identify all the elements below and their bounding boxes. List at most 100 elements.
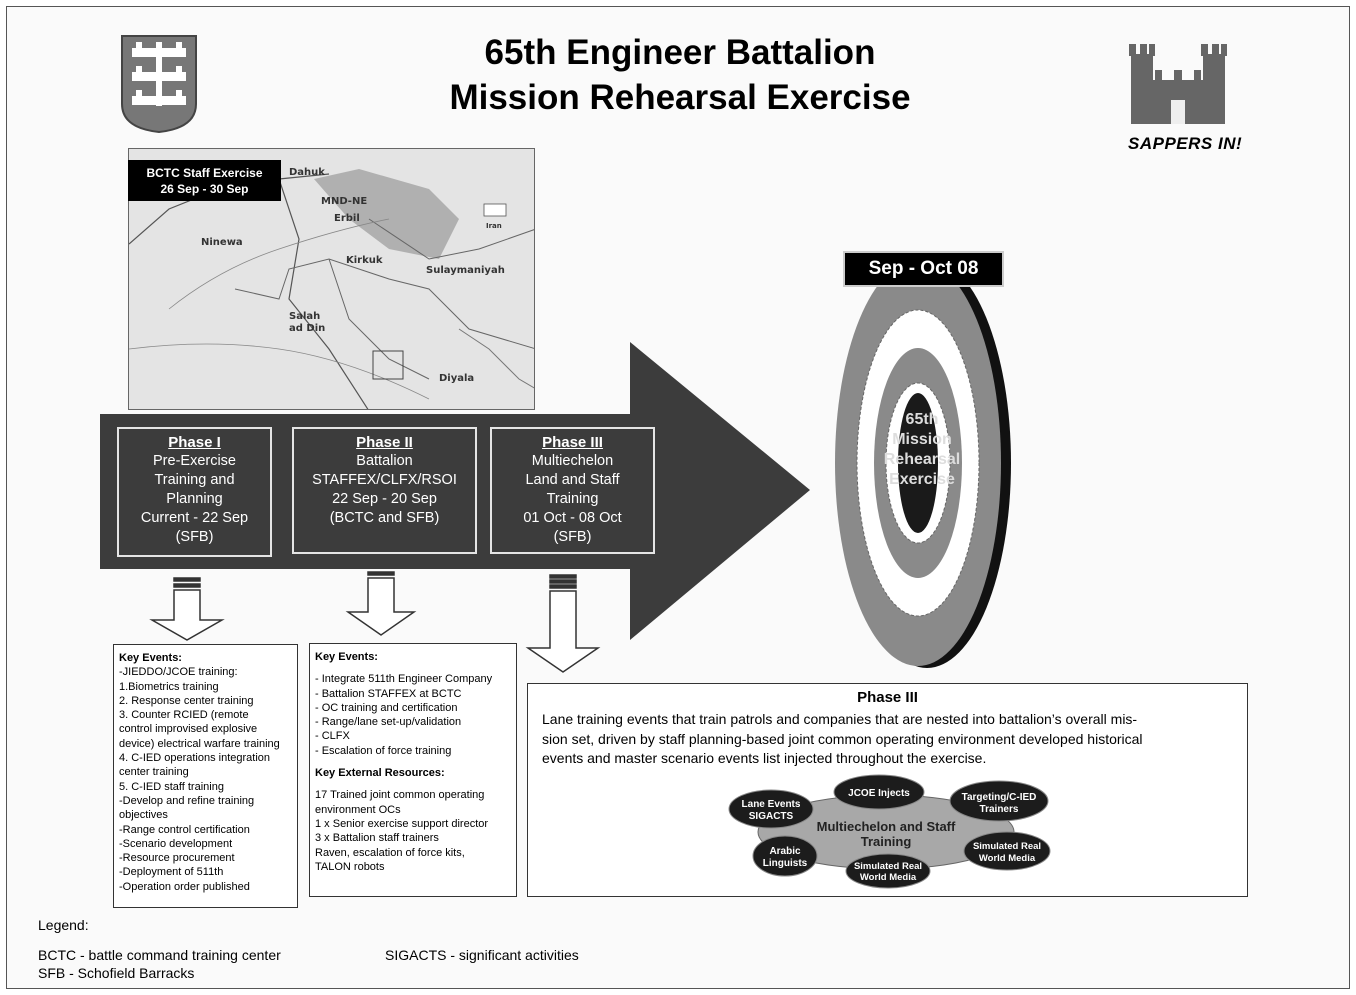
spacer xyxy=(315,758,512,766)
oval-arabic-line-1: Arabic xyxy=(769,846,801,857)
phase-3-line: Training xyxy=(546,491,599,507)
engineer-castle-logo xyxy=(1125,40,1231,135)
key-event-item: 5. C-IED staff training xyxy=(119,780,224,793)
phase-3-line: Land and Staff xyxy=(525,472,620,488)
legend-heading: Legend: xyxy=(38,917,89,933)
oval-jcoe-injects xyxy=(833,774,925,810)
key-event-item: - Integrate 511th Engineer Company xyxy=(315,673,493,686)
spacer xyxy=(315,780,512,788)
key-event-item: -Range control certification xyxy=(119,823,250,836)
key-event-item: 3. Counter RCIED (remote xyxy=(119,709,249,722)
legend-column-2: SIGACTS - significant activities xyxy=(385,946,579,964)
training-oval-diagram: Multiechelon and Staff Training Lane Eve… xyxy=(728,774,1051,889)
resource-item: environment OCs xyxy=(315,803,401,816)
key-event-item: 2. Response center training xyxy=(119,694,254,707)
bullseye-line: Mission xyxy=(892,431,952,448)
title-line-2: Mission Rehearsal Exercise xyxy=(449,78,911,117)
page-title: 65th Engineer Battalion Mission Rehearsa… xyxy=(330,30,1030,120)
map-label-sulaymaniyah: Sulaymaniyah xyxy=(426,265,505,276)
oval-jcoe-injects-line-1: JCOE Injects xyxy=(848,788,910,799)
key-event-item: - CLFX xyxy=(315,730,350,743)
map-label-diyala: Diyala xyxy=(439,373,475,384)
key-event-item: 1.Biometrics training xyxy=(119,680,219,693)
oval-sim-media-2-line-1: Simulated Real xyxy=(973,841,1041,852)
target-date-label: Sep - Oct 08 xyxy=(843,251,1004,287)
phase-1-line: Pre-Exercise xyxy=(153,453,236,469)
resource-item: TALON robots xyxy=(315,860,385,873)
key-event-item: - OC training and certification xyxy=(315,701,458,714)
phase-2-line: 22 Sep - 20 Sep xyxy=(332,491,437,507)
oval-lane-events-line-1: Lane Events xyxy=(742,799,801,810)
oval-sim-media-1-line-2: World Media xyxy=(860,872,917,883)
phase-2-line: (BCTC and SFB) xyxy=(329,510,440,526)
key-event-item: -Develop and refine training xyxy=(119,794,255,807)
key-events-box-phase-1: Key Events: -JIEDDO/JCOE training: 1.Bio… xyxy=(113,644,298,908)
phase-3-box: Phase III Multiechelon Land and Staff Tr… xyxy=(490,427,655,554)
key-event-item: device) electrical warfare training xyxy=(119,737,280,750)
title-line-1: 65th Engineer Battalion xyxy=(484,33,876,72)
oval-lane-events-line-2: SIGACTS xyxy=(749,811,794,822)
resource-item: 3 x Battalion staff trainers xyxy=(315,832,439,845)
down-arrow-1 xyxy=(149,577,225,641)
down-arrow-2 xyxy=(345,571,417,636)
resource-item: 1 x Senior exercise support director xyxy=(315,817,489,830)
map-label-erbil: Erbil xyxy=(334,213,360,224)
bctc-staff-exercise-label: BCTC Staff Exercise 26 Sep - 30 Sep xyxy=(128,160,281,201)
key-event-item: -JIEDDO/JCOE training: xyxy=(119,666,238,679)
key-event-item: - Battalion STAFFEX at BCTC xyxy=(315,687,462,700)
phase-1-line: (SFB) xyxy=(175,529,214,545)
map-label-kirkuk: Kirkuk xyxy=(346,255,383,266)
bullseye-line: Exercise xyxy=(889,471,955,488)
oval-arabic-line-2: Linguists xyxy=(763,858,808,869)
bullseye-line: Rehearsal xyxy=(883,451,961,468)
phase-3-line: 01 Oct - 08 Oct xyxy=(523,510,622,526)
phase-3-description: Lane training events that train patrols … xyxy=(542,710,1242,769)
map-label-dahuk: Dahuk xyxy=(289,167,325,178)
bullseye-line: 65th xyxy=(905,411,939,428)
legend-entry: BCTC - battle command training center xyxy=(38,947,281,963)
key-event-item: 4. C-IED operations integration xyxy=(119,752,271,765)
spacer xyxy=(315,664,512,672)
legend-entry: SIGACTS - significant activities xyxy=(385,947,579,963)
phase-3-desc-line: events and master scenario events list i… xyxy=(542,750,987,766)
phase-3-title: Phase III xyxy=(542,434,603,451)
bullseye-target xyxy=(835,258,1011,668)
resource-item: 17 Trained joint common operating xyxy=(315,789,485,802)
oval-lane-events xyxy=(728,789,814,829)
map-label-iran: Iran xyxy=(486,222,502,230)
phase-1-line: Training and xyxy=(154,472,235,488)
key-event-item: -Resource procurement xyxy=(119,852,235,865)
phase-3-line: (SFB) xyxy=(553,529,592,545)
legend-entry: SFB - Schofield Barracks xyxy=(38,965,195,981)
center-oval-line-1: Multiechelon and Staff xyxy=(817,819,956,834)
sappers-caption: SAPPERS IN! xyxy=(1128,134,1243,153)
key-event-item: - Escalation of force training xyxy=(315,744,452,757)
oval-arabic-linguists xyxy=(752,835,818,877)
bctc-label-line-2: 26 Sep - 30 Sep xyxy=(160,182,249,196)
oval-simulated-media-1 xyxy=(845,853,931,889)
phase-3-desc-line: sion set, driven by staff planning-based… xyxy=(542,730,1143,747)
key-event-item: -Deployment of 511th xyxy=(119,866,224,879)
key-events-heading: Key Events: xyxy=(119,652,182,664)
map-label-mnd-ne: MND-NE xyxy=(321,196,368,207)
map-label-ninewa: Ninewa xyxy=(201,237,243,248)
phase-2-line: Battalion xyxy=(356,453,413,469)
key-events-heading: Key Events: xyxy=(315,651,378,663)
key-event-item: control improvised explosive xyxy=(119,723,258,736)
unit-crest-logo xyxy=(118,34,200,139)
bullseye-center-text: 65th Mission Rehearsal Exercise xyxy=(872,410,972,490)
key-events-box-phase-2: Key Events: - Integrate 511th Engineer C… xyxy=(309,643,517,897)
main-phase-arrow xyxy=(100,342,810,640)
phase-2-title: Phase II xyxy=(356,434,413,451)
legend-column-1: BCTC - battle command training center SF… xyxy=(38,946,281,982)
key-event-item: - Range/lane set-up/validation xyxy=(315,716,462,729)
phase-2-line: STAFFEX/CLFX/RSOI xyxy=(312,472,457,488)
phase-3-line: Multiechelon xyxy=(531,453,614,469)
key-event-item: -Operation order published xyxy=(119,880,250,893)
phase-3-description-box: Phase III Lane training events that trai… xyxy=(527,683,1248,897)
phase-1-line: Planning xyxy=(166,491,223,507)
down-arrow-3 xyxy=(525,574,601,673)
key-event-item: objectives xyxy=(119,809,168,822)
phase-1-line: Current - 22 Sep xyxy=(140,510,249,526)
